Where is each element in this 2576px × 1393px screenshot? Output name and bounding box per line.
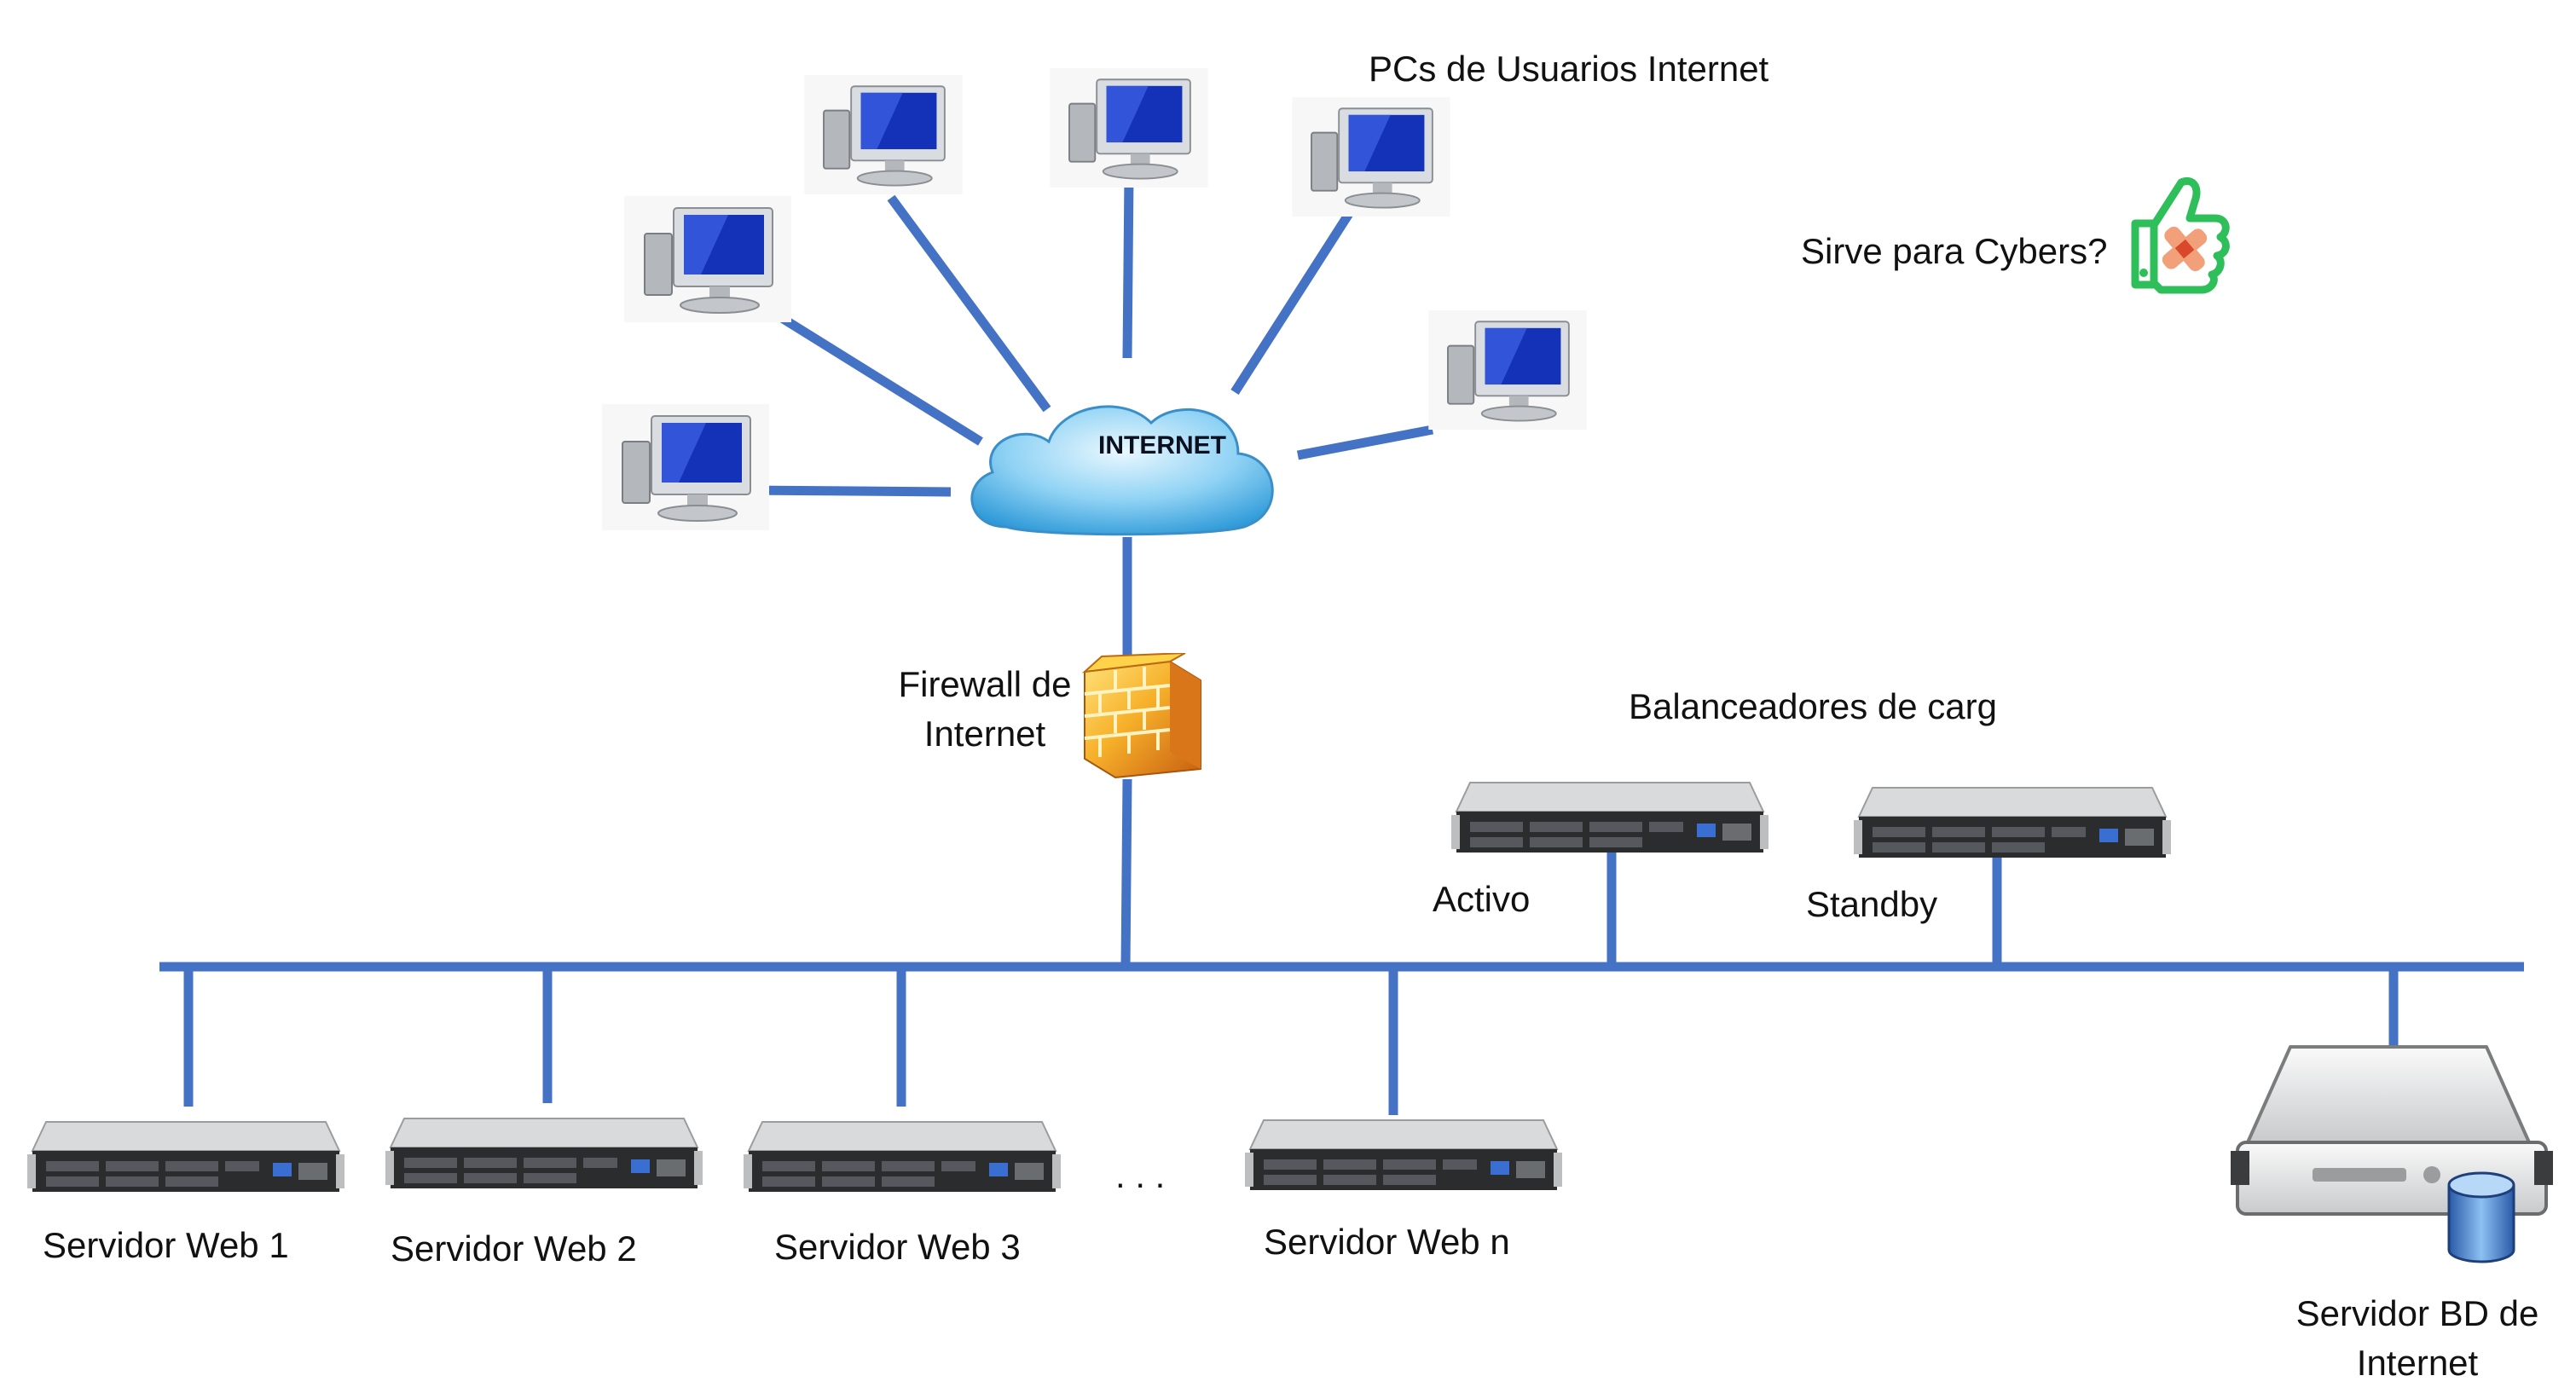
rack-server-icon xyxy=(744,1121,1061,1192)
db-label-line2: Internet xyxy=(2356,1343,2479,1383)
firewall-label-line1: Firewall de xyxy=(898,664,1072,704)
desktop-pc-icon xyxy=(602,404,769,530)
lb-active-label: Activo xyxy=(1433,879,1531,919)
ellipsis-label: . . . xyxy=(1115,1155,1166,1195)
firewall-label-line2: Internet xyxy=(923,714,1046,754)
lb-standby-label: Standby xyxy=(1806,884,1938,924)
rack-server-icon xyxy=(27,1121,344,1192)
load-balancers-title: Balanceadores de carg xyxy=(1629,686,1997,726)
desktop-pc-icon xyxy=(1428,310,1587,430)
cloud-label: INTERNET xyxy=(1098,431,1226,460)
rack-server-icon xyxy=(385,1118,703,1188)
thumbs-up-icon xyxy=(2131,177,2230,294)
internet-cloud-icon xyxy=(970,405,1274,536)
pcs-title: PCs de Usuarios Internet xyxy=(1369,49,1769,89)
web-server-label: Servidor Web 2 xyxy=(391,1228,637,1269)
db-label-line1: Servidor BD de xyxy=(2295,1293,2539,1333)
desktop-pc-icon xyxy=(1292,97,1450,217)
rack-server-icon xyxy=(1451,782,1768,853)
rack-server-icon xyxy=(1854,787,2171,858)
web-server-label: Servidor Web n xyxy=(1264,1222,1510,1262)
firewall-icon xyxy=(1081,653,1201,779)
desktop-pc-icon xyxy=(1050,68,1208,188)
cybers-question: Sirve para Cybers? xyxy=(1801,231,2108,271)
db-server-label: Servidor BD de Internet xyxy=(2268,1289,2567,1388)
firewall-label: Firewall de Internet xyxy=(861,660,1109,759)
rack-server-icon xyxy=(1245,1119,1562,1190)
desktop-pc-icon xyxy=(624,196,791,322)
web-server-label: Servidor Web 1 xyxy=(43,1225,289,1265)
database-server-icon xyxy=(2231,1045,2553,1263)
web-server-label: Servidor Web 3 xyxy=(774,1227,1021,1267)
desktop-pc-icon xyxy=(804,75,963,194)
